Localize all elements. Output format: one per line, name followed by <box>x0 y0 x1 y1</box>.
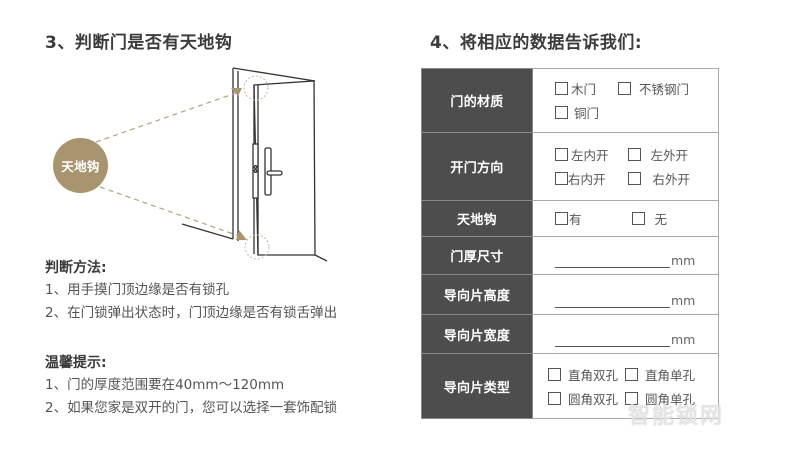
checkbox[interactable] <box>548 367 561 381</box>
form-row-material: 门的材质 木门 不锈钢门 铜门 <box>421 68 719 133</box>
option-left-inward[interactable]: 左内开 <box>555 145 609 164</box>
row-label: 门厚尺寸 <box>421 236 533 275</box>
checkbox[interactable] <box>555 106 568 119</box>
checkbox[interactable] <box>631 212 645 225</box>
option-no-hook[interactable]: 无 <box>631 209 667 228</box>
form-row-guide-height: 导向片高度 mm <box>421 274 719 315</box>
option-has-hook[interactable]: 有 <box>555 209 582 228</box>
option-wood-door[interactable]: 木门 <box>555 79 596 98</box>
form-row-guide-width: 导向片宽度 mm <box>421 314 719 354</box>
option-right-inward[interactable]: 右内开 <box>555 169 606 188</box>
form-row-guide-type: 导向片类型 直角双孔 直角单孔 圆角双孔 圆角单孔 <box>421 353 719 419</box>
checkbox[interactable] <box>548 391 561 405</box>
door-thickness-input[interactable] <box>555 256 670 268</box>
option-round-double-hole[interactable]: 圆角双孔 <box>548 389 618 408</box>
door-illustration <box>95 67 328 262</box>
row-label: 导向片高度 <box>421 274 533 315</box>
top-hook-highlight <box>243 75 269 101</box>
arrow-up-icon <box>231 88 242 96</box>
guide-width-input[interactable] <box>555 335 670 347</box>
warm-tips-heading: 温馨提示: <box>45 355 107 371</box>
checkbox[interactable] <box>625 391 639 405</box>
row-label: 导向片类型 <box>421 353 533 419</box>
option-round-single-hole[interactable]: 圆角单孔 <box>625 389 695 408</box>
checkbox[interactable] <box>555 172 568 185</box>
warm-tips-line: 2、如果您家是双开的门，您可以选择一套饰配锁 <box>45 400 338 416</box>
guide-height-input[interactable] <box>555 296 670 308</box>
checkbox[interactable] <box>618 82 632 95</box>
judge-method-heading: 判断方法: <box>45 260 107 276</box>
warm-tips-section: 温馨提示: 1、门的厚度范围要在40mm～120mm 2、如果您家是双开的门，您… <box>45 352 337 420</box>
option-stainless-door[interactable]: 不锈钢门 <box>618 79 689 98</box>
judge-method-section: 判断方法: 1、用手摸门顶边缘是否有锁孔 2、在门锁弹出状态时，门顶边缘是否有锁… <box>45 257 337 325</box>
door-frame-icon <box>181 67 328 262</box>
row-label: 天地钩 <box>421 200 533 237</box>
judge-method-line: 2、在门锁弹出状态时，门顶边缘是否有锁舌弹出 <box>45 305 338 321</box>
section-title-check-hooks: 3、判断门是否有天地钩 <box>45 33 233 53</box>
option-copper-door[interactable]: 铜门 <box>555 103 599 122</box>
row-label: 导向片宽度 <box>421 314 533 354</box>
checkbox[interactable] <box>627 148 641 161</box>
checkbox[interactable] <box>555 148 568 161</box>
row-label: 开门方向 <box>421 132 533 201</box>
judge-method-line: 1、用手摸门顶边缘是否有锁孔 <box>45 282 230 298</box>
unit-label: mm <box>671 293 696 308</box>
form-row-hook: 天地钩 有 无 <box>421 200 719 237</box>
checkbox[interactable] <box>625 367 639 381</box>
option-left-outward[interactable]: 左外开 <box>627 145 688 164</box>
warm-tips-line: 1、门的厚度范围要在40mm～120mm <box>45 377 285 393</box>
unit-label: mm <box>671 253 696 268</box>
unit-label: mm <box>671 332 696 347</box>
option-square-single-hole[interactable]: 直角单孔 <box>625 365 695 384</box>
checkbox[interactable] <box>627 172 641 185</box>
checkbox[interactable] <box>555 82 568 95</box>
arrow-down-icon <box>236 230 247 240</box>
option-right-outward[interactable]: 右外开 <box>627 169 690 188</box>
measurement-form: 门的材质 木门 不锈钢门 铜门 开门方向 左内开 左外开 右内开 右外开 <box>421 68 719 419</box>
bottom-hook-highlight <box>244 234 270 260</box>
row-label: 门的材质 <box>421 68 533 133</box>
form-row-door-thickness: 门厚尺寸 mm <box>421 236 719 275</box>
checkbox[interactable] <box>555 212 568 225</box>
form-row-direction: 开门方向 左内开 左外开 右内开 右外开 <box>421 132 719 201</box>
hook-badge: 天地钩 <box>53 138 108 193</box>
option-square-double-hole[interactable]: 直角双孔 <box>548 365 618 384</box>
section-title-tell-us: 4、将相应的数据告诉我们: <box>430 33 643 53</box>
